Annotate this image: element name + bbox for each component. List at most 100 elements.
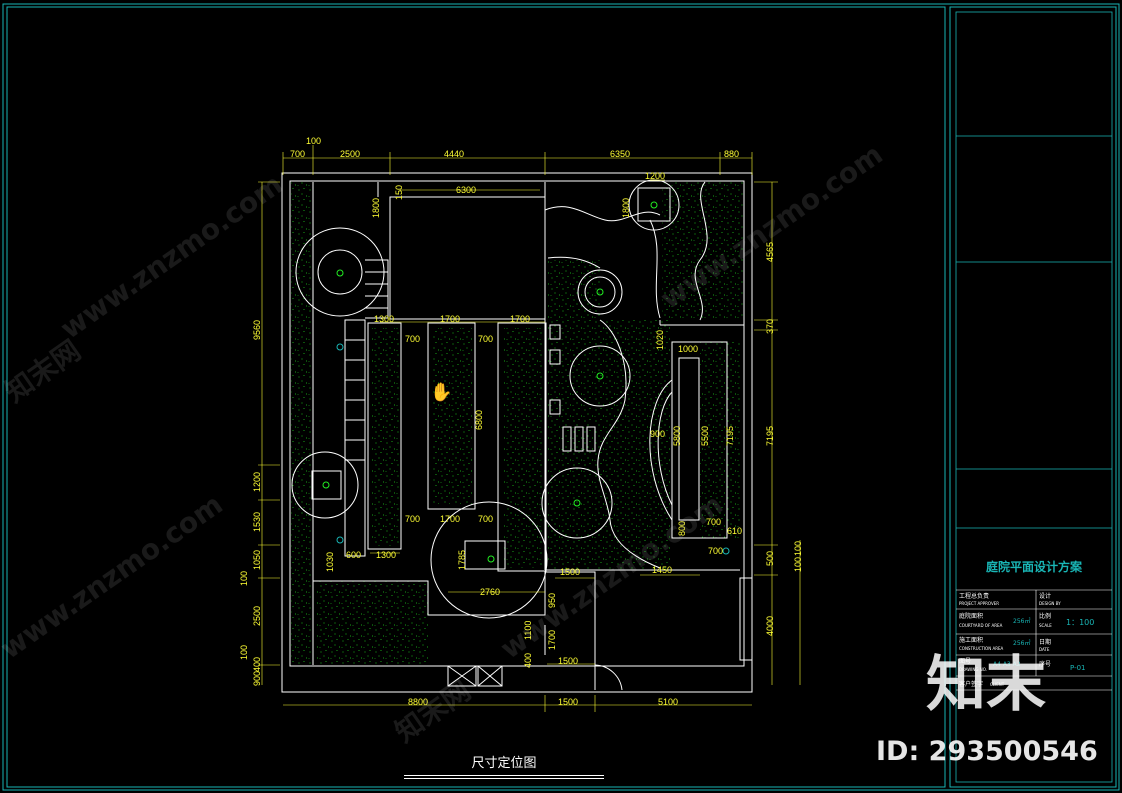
scale-value: 1：100 — [1066, 618, 1094, 627]
stepping-stone — [549, 324, 561, 340]
title-underline — [404, 775, 604, 776]
tb-label: 设计 — [1039, 592, 1051, 600]
sheet-number-value: P-01 — [1070, 664, 1086, 672]
tree-canopy — [291, 451, 359, 519]
site-boundary-outer — [281, 172, 753, 693]
arc-path-pavilion — [649, 379, 673, 521]
tb-label-en: SCALE — [1039, 623, 1052, 628]
tree-planter — [637, 187, 671, 222]
bench-west — [344, 319, 366, 557]
lamp-marker — [722, 547, 730, 555]
tb-label: 庭院面积 — [959, 612, 983, 620]
titleblock-row-1: 工程总负责 PROJECT APPROVER 设计 DESIGN BY — [959, 592, 1061, 606]
tb-label-en: DRAWING NO. — [959, 667, 987, 672]
curving-path-east-2 — [649, 219, 661, 319]
titleblock-row-4: 图号 DRAWING NO. A4 A3 A2 序号 P-01 — [959, 658, 1086, 672]
planting-bed-east-mid — [600, 320, 670, 570]
tb-label: 比例 — [1039, 612, 1051, 620]
stepping-stone — [549, 399, 561, 415]
tree-trunk — [650, 201, 658, 209]
lamp-markers — [336, 343, 730, 555]
house-block — [389, 196, 546, 320]
tree-canopy — [569, 345, 631, 407]
title-underline-2 — [404, 778, 604, 779]
planting-bed-south — [316, 581, 428, 665]
tree-trunk — [596, 288, 604, 296]
courtyard-area-value: 256㎡ — [1013, 617, 1030, 625]
curving-path-center — [547, 256, 661, 569]
tree-trunk — [487, 555, 495, 563]
tree-trunks — [322, 201, 658, 563]
tree-canopy — [541, 467, 613, 539]
drawing-title: 尺寸定位图 — [471, 756, 537, 771]
tree-trunk — [573, 499, 581, 507]
gate — [739, 577, 753, 661]
tree-trunk — [336, 269, 344, 277]
drawing-title-block: 尺寸定位图 — [404, 756, 604, 779]
pavilion-inner — [678, 357, 700, 521]
planting-bed-strip-3 — [503, 328, 543, 568]
bed-strip-2-frame — [427, 322, 476, 510]
drawing-frame-outer — [2, 3, 1120, 791]
tree-trunk — [322, 481, 330, 489]
tree-trunk — [596, 372, 604, 380]
tb-label-en: CLIENT — [990, 682, 1005, 687]
tb-label-en: CONSTRUCTION AREA — [959, 646, 1003, 651]
lamp-marker — [336, 343, 344, 351]
tb-label-en: COURTYARD OF AREA — [959, 623, 1003, 628]
stepping-stone — [549, 349, 561, 365]
tb-label-en: PROJECT APPROVER — [959, 601, 999, 606]
curving-path-east — [694, 181, 708, 321]
pavilion-frame — [671, 341, 728, 539]
planting-bed-center — [548, 260, 600, 570]
stepping-stone — [574, 426, 584, 452]
tree-canopy — [584, 276, 616, 308]
titleblock-inner-frame — [955, 11, 1113, 783]
tb-label-en: DESIGN BY — [1039, 601, 1061, 606]
bed-strip-3-frame — [497, 322, 547, 572]
tb-label-en: DATE — [1039, 647, 1050, 652]
planting-bed-arc — [700, 340, 740, 540]
bed-strip-1-frame — [367, 322, 402, 550]
drawing-size-value: A4 A3 A2 — [993, 661, 1021, 668]
titleblock-table — [956, 589, 1112, 691]
titleblock-row-2: 庭院面积 COURTYARD OF AREA 256㎡ 比例 SCALE 1：1… — [959, 612, 1094, 628]
planting-bed-strip-2 — [432, 328, 472, 504]
titleblock-frame — [949, 6, 1117, 788]
tb-label: 序号 — [1039, 660, 1051, 668]
stepping-stone — [562, 426, 572, 452]
tree-canopy — [317, 249, 363, 295]
watermark-id: ID: 293500546 — [876, 736, 1098, 767]
planting-bed-strip-1 — [372, 328, 399, 546]
tree-canopy — [577, 269, 623, 315]
planting-bed-west — [291, 182, 313, 665]
dimension-lines — [258, 145, 801, 712]
lamp-marker — [336, 536, 344, 544]
tb-label: 工程总负责 — [959, 592, 989, 600]
tree-planter — [311, 470, 342, 500]
tree-planter — [464, 540, 506, 570]
tb-label: 施工面积 — [959, 636, 983, 644]
pan-hand-cursor-icon: ✋ — [430, 382, 453, 403]
curving-path-north — [544, 206, 661, 222]
stepping-stone — [586, 426, 596, 452]
planting-bed-east-upper — [662, 180, 744, 320]
tb-label: 客户签字 — [959, 680, 983, 688]
tree-canopy — [295, 227, 385, 317]
door-swing — [594, 664, 623, 691]
watermark-logo: 知末 — [926, 650, 1046, 720]
construction-area-value: 256㎡ — [1013, 639, 1030, 647]
titleblock-row-3: 施工面积 CONSTRUCTION AREA 256㎡ 日期 DATE — [959, 636, 1051, 652]
tb-label: 日期 — [1039, 638, 1051, 646]
planting-areas — [291, 180, 744, 665]
project-title: 庭院平面设计方案 — [986, 559, 1083, 574]
trees — [291, 179, 680, 619]
tree-canopy — [430, 501, 548, 619]
steps-south — [447, 665, 477, 687]
step-stair-upper — [365, 259, 389, 319]
titleblock-row-5: 客户签字 CLIENT — [959, 680, 1005, 688]
site-structure — [281, 172, 753, 693]
drawing-frame-inner — [6, 6, 946, 788]
site-boundary-inner — [289, 180, 745, 667]
